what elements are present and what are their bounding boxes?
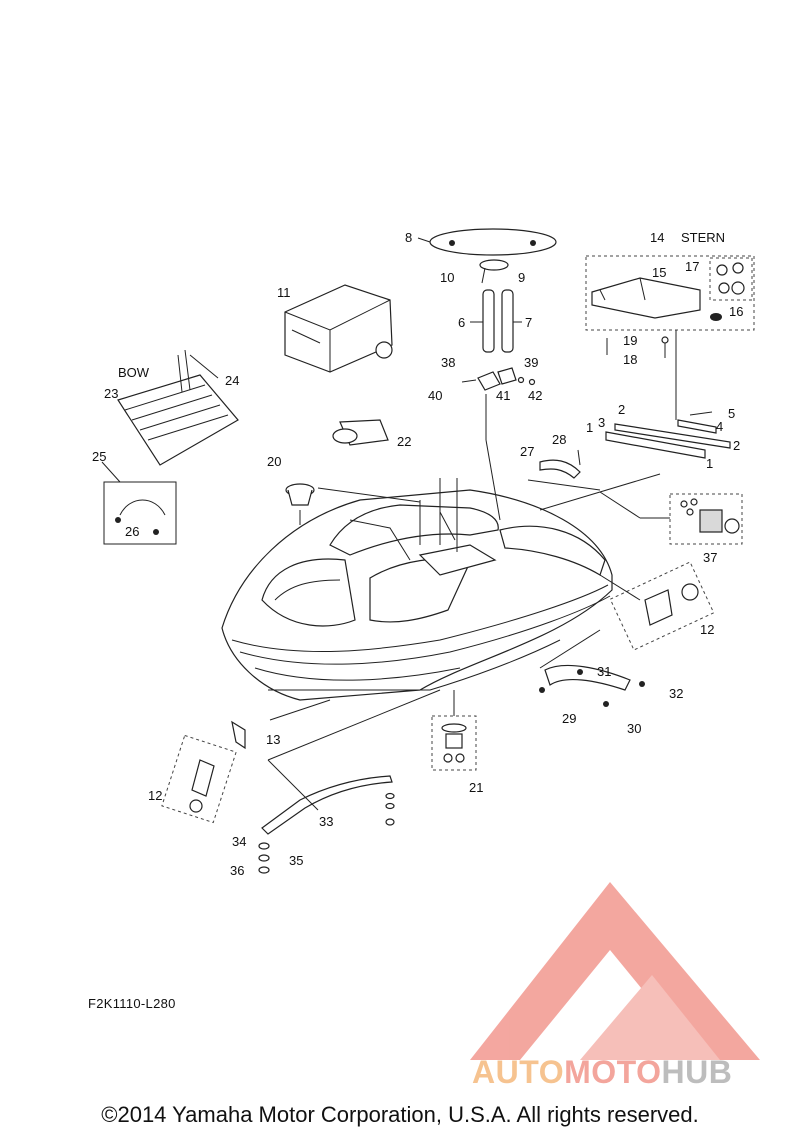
callout-41: 41: [496, 388, 510, 403]
callout-2: 2: [618, 402, 625, 417]
callout-4: 4: [716, 419, 723, 434]
callout-32: 32: [669, 686, 683, 701]
callout-1b: 1: [586, 420, 593, 435]
watermark-wordmark: AUTOMOTOHUB: [472, 1054, 732, 1091]
callout-30: 30: [627, 721, 641, 736]
part-29-rail: [539, 664, 645, 707]
watermark-moto: MOTO: [564, 1054, 662, 1090]
callout-13: 13: [266, 732, 280, 747]
callout-21: 21: [469, 780, 483, 795]
part-37-inlet: [669, 493, 743, 545]
callout-33: 33: [319, 814, 333, 829]
callout-10: 10: [440, 270, 454, 285]
callout-7: 7: [525, 315, 532, 330]
part-23-ladder: [117, 349, 239, 466]
callout-2b: 2: [733, 438, 740, 453]
callout-31: 31: [597, 664, 611, 679]
callout-26: 26: [125, 524, 139, 539]
drawing-code: F2K1110-L280: [88, 996, 176, 1011]
leader-lines: [267, 394, 670, 811]
callout-22: 22: [397, 434, 411, 449]
callout-35: 35: [289, 853, 303, 868]
callout-25: 25: [92, 449, 106, 464]
part-12-tow-eye-right: [609, 561, 715, 651]
callout-17: 17: [685, 259, 699, 274]
callout-3: 3: [598, 415, 605, 430]
copyright-notice: ©2014 Yamaha Motor Corporation, U.S.A. A…: [101, 1102, 699, 1127]
callout-12a: 12: [700, 622, 714, 637]
callout-39: 39: [524, 355, 538, 370]
callout-12b: 12: [148, 788, 162, 803]
callout-9: 9: [518, 270, 525, 285]
callout-1: 1: [706, 456, 713, 471]
callout-37: 37: [703, 550, 717, 565]
part-14-stern-assembly: [585, 255, 755, 420]
part-12-tow-eye-left: [161, 720, 246, 824]
callout-14: 14: [650, 230, 664, 245]
callout-40: 40: [428, 388, 442, 403]
callout-28: 28: [552, 432, 566, 447]
part-22-mirror: [332, 419, 389, 446]
watermark-hub: HUB: [661, 1054, 733, 1090]
callout-18: 18: [623, 352, 637, 367]
callouts: 1 2 2 3 4 5 6 7 8 9 10 11 12 12 13 14 ST…: [92, 230, 743, 878]
watermark-logo: [470, 882, 760, 1060]
part-8-cushion: [417, 228, 557, 256]
callout-34: 34: [232, 834, 246, 849]
callout-15: 15: [652, 265, 666, 280]
callout-8: 8: [405, 230, 412, 245]
part-25-hose: [101, 461, 177, 545]
part-11-cooler: [284, 284, 393, 373]
callout-23: 23: [104, 386, 118, 401]
callout-38: 38: [441, 355, 455, 370]
callout-36: 36: [230, 863, 244, 878]
callout-16: 16: [729, 304, 743, 319]
part-6-7-pedestal: [470, 259, 522, 353]
callout-20: 20: [267, 454, 281, 469]
part-27-handle: [539, 449, 581, 479]
part-21-cleat: [431, 690, 477, 771]
callout-27: 27: [520, 444, 534, 459]
part-38-42-bracket: [461, 367, 536, 391]
stern-label: STERN: [681, 230, 725, 245]
callout-29: 29: [562, 711, 576, 726]
callout-19: 19: [623, 333, 637, 348]
callout-6: 6: [458, 315, 465, 330]
part-1-5-rails: [605, 411, 731, 459]
callout-24: 24: [225, 373, 239, 388]
watermark-auto: AUTO: [472, 1054, 565, 1090]
bow-label: BOW: [118, 365, 150, 380]
callout-5: 5: [728, 406, 735, 421]
boat-hull: [221, 489, 613, 701]
callout-42: 42: [528, 388, 542, 403]
part-20-cup-holder: [285, 483, 421, 525]
callout-11: 11: [277, 285, 291, 300]
part-33-bar: [258, 775, 395, 874]
